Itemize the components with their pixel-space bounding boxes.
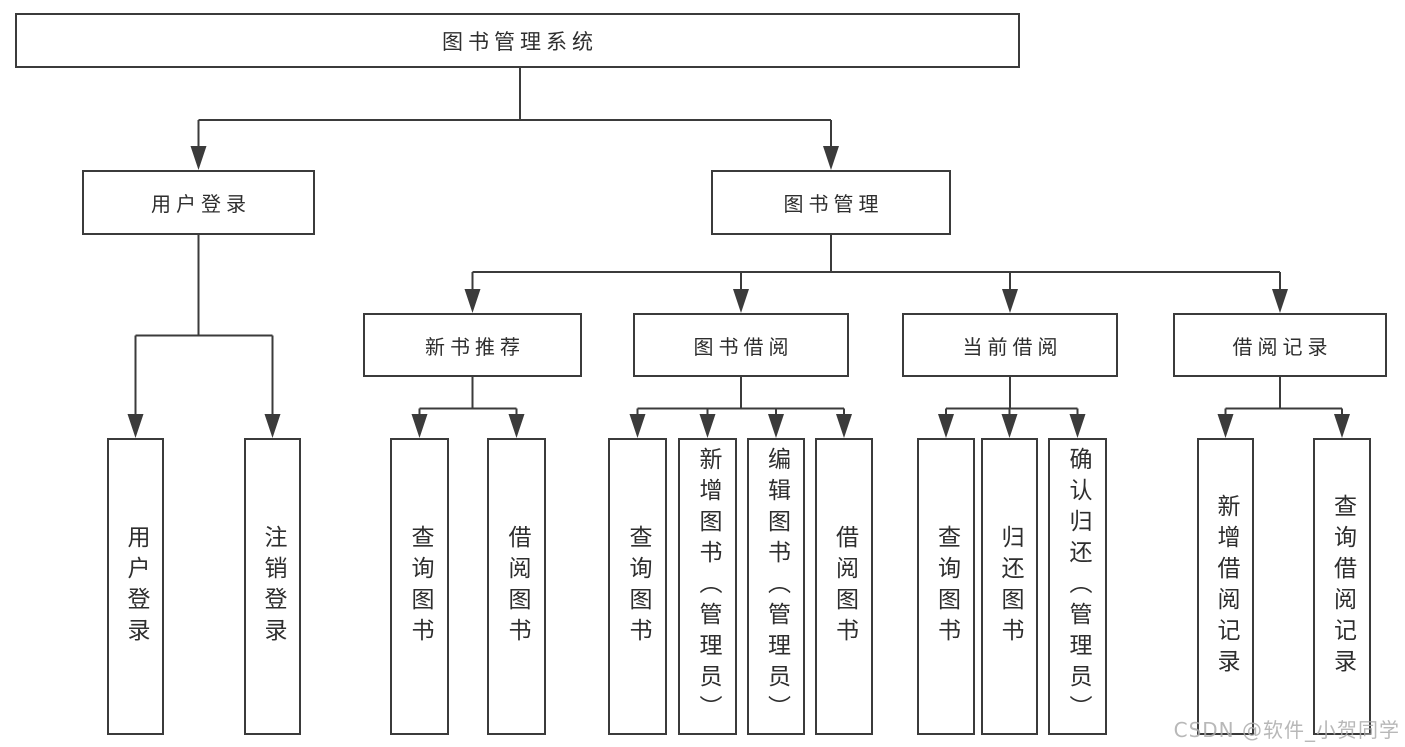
node-logout: 注销登录	[244, 438, 301, 735]
node-confirm-return-admin: 确认归还（管理员）	[1048, 438, 1107, 735]
node-new-book-recommend: 新书推荐	[363, 313, 582, 377]
node-borrow-books-recommend: 借阅图书	[487, 438, 546, 735]
node-user-login: 用户登录	[82, 170, 315, 235]
node-book-management: 图书管理	[711, 170, 951, 235]
node-library-system: 图书管理系统	[15, 13, 1020, 68]
node-borrow-books: 借阅图书	[815, 438, 873, 735]
node-current-borrowing: 当前借阅	[902, 313, 1118, 377]
node-query-books-recommend: 查询图书	[390, 438, 449, 735]
node-borrowing-records: 借阅记录	[1173, 313, 1387, 377]
node-edit-books-admin: 编辑图书（管理员）	[747, 438, 805, 735]
node-user-login-leaf: 用户登录	[107, 438, 164, 735]
node-add-borrow-record: 新增借阅记录	[1197, 438, 1254, 735]
node-return-books: 归还图书	[981, 438, 1038, 735]
node-add-books-admin: 新增图书（管理员）	[678, 438, 737, 735]
csdn-watermark: CSDN @软件_小贺同学	[1173, 718, 1400, 742]
node-query-books-current: 查询图书	[917, 438, 975, 735]
node-query-borrow-record: 查询借阅记录	[1313, 438, 1371, 735]
node-query-books-borrowing: 查询图书	[608, 438, 667, 735]
node-book-borrowing: 图书借阅	[633, 313, 849, 377]
